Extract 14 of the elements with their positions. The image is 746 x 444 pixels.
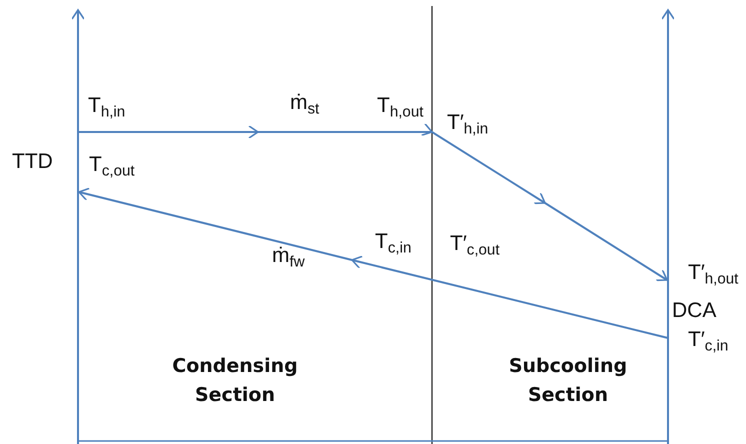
temperature-label: T$_{h,out}$ [377, 94, 424, 122]
temperature-label: T$_{h,in}$ [88, 94, 126, 122]
section-label: Subcooling Section [508, 354, 628, 408]
section-label: Condensing Section [171, 354, 299, 408]
difference-label: DCA [672, 299, 716, 322]
temperature-label: T′$_{h,in}$ [447, 111, 488, 138]
temperature-label: T′$_{c,out}$ [450, 232, 500, 260]
temperature-label: T$_{c,in}$ [375, 230, 412, 258]
temperature-label: T′$_{c,in}$ [688, 328, 728, 356]
temperature-label: T$_{c,out}$ [89, 153, 135, 180]
difference-label: TTD [12, 150, 53, 174]
mass-flow-label: ṁ$_{fw}$ [272, 244, 305, 272]
mass-flow-label: ṁ$_{st}$ [290, 91, 320, 118]
temperature-label: T′$_{h,out}$ [688, 261, 738, 288]
